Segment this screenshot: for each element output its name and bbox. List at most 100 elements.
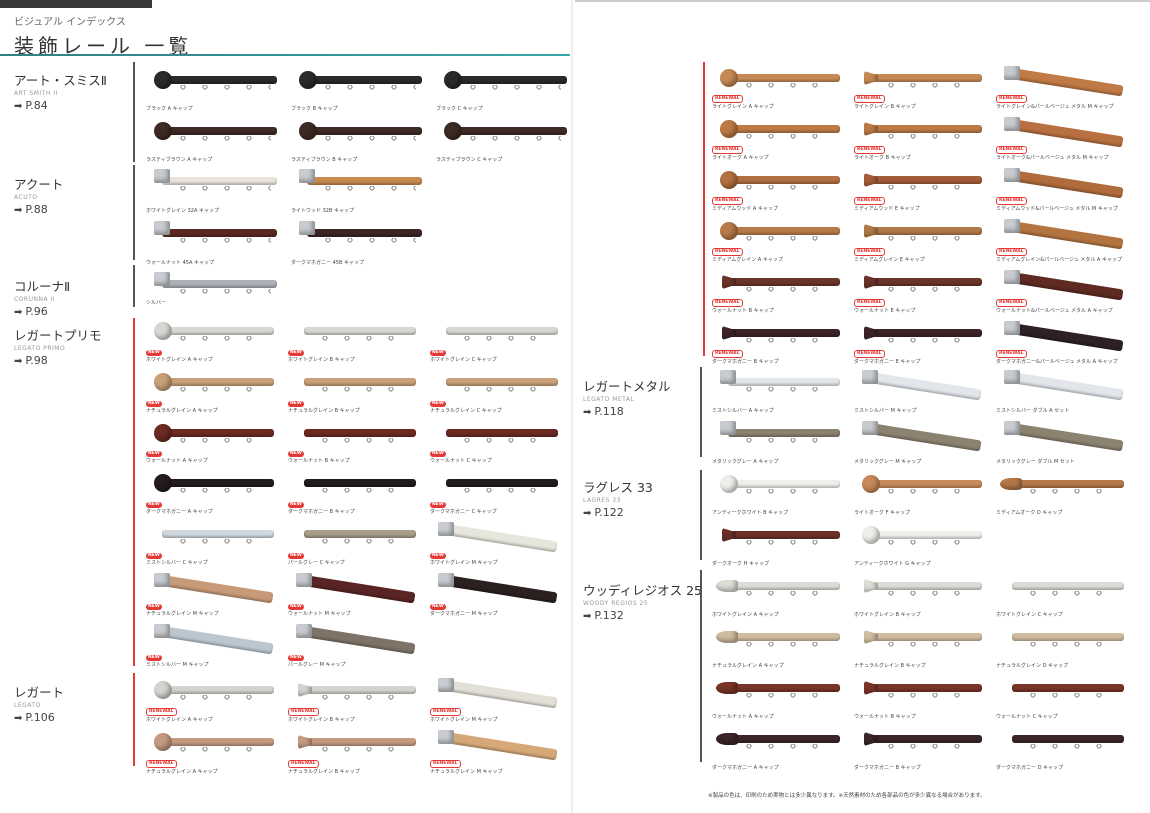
rail-image [307,229,422,237]
rings-icon [746,83,834,88]
product-item[interactable]: ミストシルバー ダブル A セット [990,364,1132,415]
product-caption: ダークマホガニー 45B キャップ [291,260,364,266]
product-caption: メタリックグレー A キャップ [712,459,779,465]
product-item[interactable]: ライトオーク F キャップ [848,466,990,517]
product-item[interactable]: メタリックグレー M キャップ [848,415,990,466]
product-item[interactable]: ウォールナット C キャップ [990,670,1132,721]
product-item[interactable]: ラスティブラウン C キャップ [430,113,575,164]
product-item[interactable]: ミディアムオーク D キャップ [990,466,1132,517]
page-link[interactable]: ➡P.84 [14,99,134,112]
product-item[interactable]: ミストシルバー M キャップ [848,364,990,415]
rail-image [1011,68,1124,97]
rings-icon [180,186,271,191]
product-item[interactable]: ラスティブラウン A キャップ [140,113,285,164]
product-item[interactable]: ダークマホガニー D キャップ [990,721,1132,772]
page-link[interactable]: ➡P.132 [583,609,703,622]
product-item[interactable]: メタリックグレー A キャップ [706,415,848,466]
product-item[interactable]: ナチュラルグレイン A キャップ [706,619,848,670]
page-link[interactable]: ➡P.118 [583,405,703,418]
product-item[interactable]: ホワイトグレイン A キャップ [706,568,848,619]
section-divider [133,265,135,307]
product-item[interactable]: ダークマホガニー A キャップ [706,721,848,772]
product-item[interactable]: ダークオーク H キャップ [706,517,848,568]
product-caption: ウォールナット&パールベージュ メタル A キャップ [996,308,1113,314]
product-item[interactable]: ダークマホガニー B キャップ [848,721,990,772]
product-item[interactable]: ウォールナット 45A キャップ [140,215,285,267]
product-item[interactable]: ナチュラルグレイン B キャップ [848,619,990,670]
product-item[interactable]: ホワイトグレイン 32A キャップ [140,163,285,215]
product-caption: パールグレー C キャップ [288,559,345,566]
product-item[interactable]: ナチュラルグレイン D キャップ [990,619,1132,670]
product-item[interactable]: ウォールナット A キャップ [706,670,848,721]
product-item[interactable]: ブラック B キャップ [285,62,430,113]
new-badge: NEW [430,552,446,559]
page-link[interactable]: ➡P.106 [14,711,134,724]
product-item[interactable]: ダークマホガニー 45B キャップ [285,215,430,267]
product-item[interactable]: アンティークホワイト G キャップ [848,517,990,568]
rings-icon [322,747,410,752]
product-item[interactable]: ラスティブラウン B キャップ [285,113,430,164]
page-link[interactable]: ➡P.122 [583,506,703,519]
page-link[interactable]: ➡P.88 [14,203,134,216]
product-item[interactable]: ウォールナット B キャップ [848,670,990,721]
rings-icon [888,287,976,292]
product-item[interactable]: アンティークホワイト B キャップ [706,466,848,517]
product-item[interactable]: シルバー [140,266,285,307]
page-link[interactable]: ➡P.98 [14,354,134,367]
rings-icon [888,591,976,596]
page-link[interactable]: ➡P.96 [14,305,134,318]
product-item[interactable]: ホワイトグレイン C キャップ [990,568,1132,619]
product-item[interactable]: ブラック C キャップ [430,62,575,113]
product-item[interactable]: ライトウッド 32B キャップ [285,163,430,215]
product-item[interactable]: メタリックグレー ダブル M セット [990,415,1132,466]
product-item[interactable]: ブラック A キャップ [140,62,285,113]
product-item[interactable]: ホワイトグレイン B キャップ [848,568,990,619]
product-item[interactable]: ミストシルバー A キャップ [706,364,848,415]
product-caption: ライトグレイン A キャップ [712,104,774,110]
